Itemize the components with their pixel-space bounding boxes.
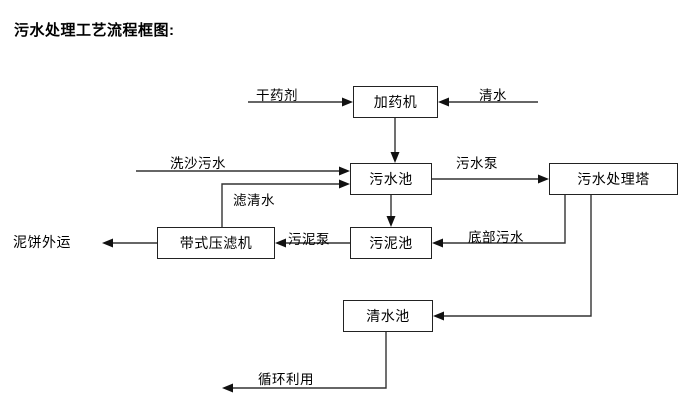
edge-label-sludge-pump: 污泥泵 (288, 232, 330, 247)
node-sludge-pool[interactable]: 污泥池 (350, 227, 432, 259)
edge-label-sand-wash-wastewater: 洗沙污水 (170, 156, 226, 171)
edge-label-bottom-sewage: 底部污水 (468, 230, 524, 245)
edge-label-recycle-reuse: 循环利用 (258, 372, 314, 387)
terminal-label-mud-cake-out: 泥饼外运 (13, 234, 71, 250)
node-label: 污水处理塔 (577, 171, 650, 187)
node-label: 带式压滤机 (179, 235, 253, 251)
node-label: 清水池 (366, 308, 410, 324)
node-belt-filter-press[interactable]: 带式压滤机 (157, 227, 275, 259)
node-label: 污水池 (369, 171, 413, 187)
node-dosing-machine[interactable]: 加药机 (353, 86, 438, 118)
node-clear-water-pool[interactable]: 清水池 (343, 300, 433, 332)
edge-label-filtered-clear-water: 滤清水 (233, 193, 275, 208)
page-title: 污水处理工艺流程框图: (14, 22, 175, 39)
node-wastewater-pool[interactable]: 污水池 (350, 163, 432, 195)
node-treatment-tower[interactable]: 污水处理塔 (549, 163, 678, 195)
node-label: 加药机 (373, 94, 418, 110)
edge-label-clean-water: 清水 (479, 88, 507, 103)
edge-label-sewage-pump: 污水泵 (456, 156, 498, 171)
node-label: 污泥池 (369, 235, 413, 251)
edge-label-dry-agent: 干药剂 (256, 88, 298, 103)
